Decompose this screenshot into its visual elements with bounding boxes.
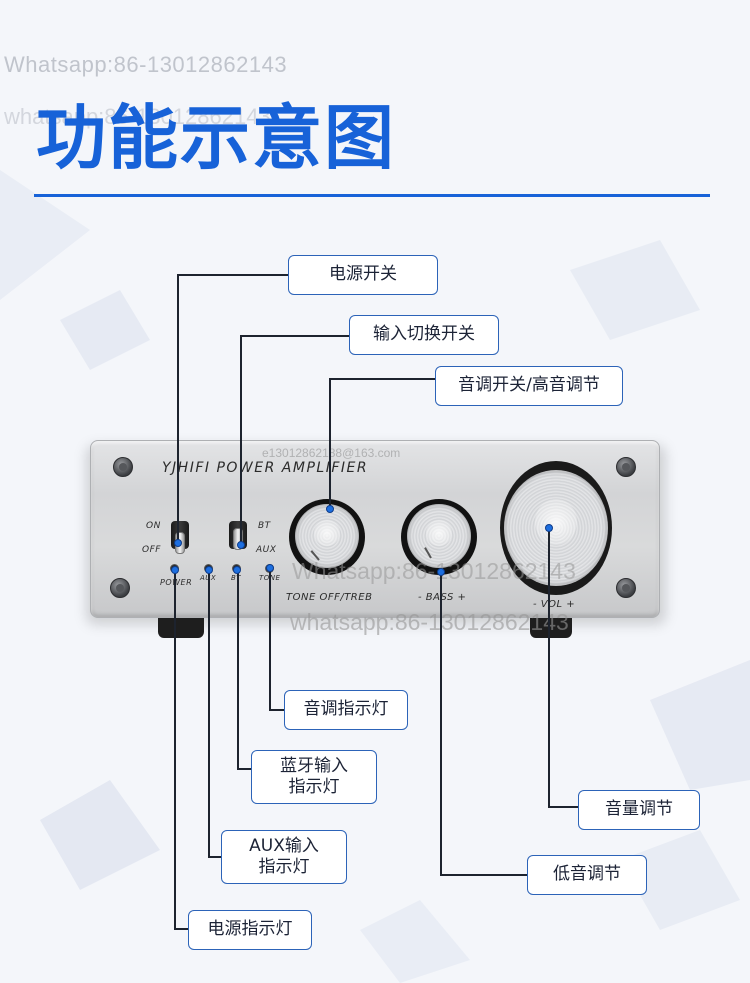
leader-tone-led-h — [269, 709, 285, 711]
watermark-top: Whatsapp:86-13012862143 — [4, 52, 287, 78]
leader-power-led-h — [174, 928, 189, 930]
leader-power-switch-h — [177, 274, 289, 276]
leader-power-led-v — [174, 568, 176, 930]
marker-power-switch — [174, 539, 182, 547]
callout-tone-led: 音调指示灯 — [284, 690, 408, 730]
marker-input-switch — [237, 541, 245, 549]
marker-aux-led — [205, 566, 213, 574]
marker-tone-switch — [326, 505, 334, 513]
leader-tone-led-v — [269, 568, 271, 711]
screw-icon — [616, 578, 636, 598]
callout-power-led: 电源指示灯 — [188, 910, 312, 950]
screw-icon — [110, 578, 130, 598]
watermark-panel: e13012862188@163.com — [262, 446, 400, 460]
callout-tone-switch: 音调开关/高音调节 — [435, 366, 623, 406]
leader-bt-led-h — [237, 768, 252, 770]
power-off-label: OFF — [142, 545, 161, 555]
led-label-power: POWER — [160, 578, 192, 587]
marker-bass — [437, 568, 445, 576]
leader-bass-h — [440, 874, 528, 876]
title-divider — [34, 194, 710, 197]
leader-volume-h — [548, 806, 579, 808]
callout-aux-led: AUX输入 指示灯 — [221, 830, 347, 884]
page-title: 功能示意图 — [36, 82, 396, 183]
marker-tone-led — [266, 564, 274, 572]
leader-power-switch-v — [177, 274, 179, 544]
screw-icon — [113, 457, 133, 477]
leader-bass-v — [440, 572, 442, 876]
callout-volume: 音量调节 — [578, 790, 700, 830]
input-aux-label: AUX — [256, 545, 276, 555]
watermark-middle: Whatsapp:86-13012862143 — [292, 558, 576, 585]
leader-bt-led-v — [237, 568, 239, 770]
marker-power-led — [171, 566, 179, 574]
input-bt-label: BT — [258, 521, 271, 531]
brand-label: YJHIFI POWER AMPLIFIER — [162, 460, 368, 476]
callout-input-switch: 输入切换开关 — [349, 315, 499, 355]
leader-input-switch-v — [240, 335, 242, 545]
callout-power-switch: 电源开关 — [288, 255, 438, 295]
callout-bt-led: 蓝牙输入 指示灯 — [251, 750, 377, 804]
leader-tone-switch-v — [329, 378, 331, 508]
amplifier-foot-left — [158, 618, 204, 638]
marker-volume — [545, 524, 553, 532]
screw-icon — [616, 457, 636, 477]
leader-volume-v — [548, 528, 550, 808]
leader-tone-switch-h — [329, 378, 436, 380]
watermark-middle-lower: whatsapp:86-13012862143 — [290, 609, 569, 636]
power-on-label: ON — [146, 521, 161, 531]
marker-bt-led — [233, 566, 241, 574]
knob-label-bass: - BASS + — [418, 592, 466, 603]
callout-bass: 低音调节 — [527, 855, 647, 895]
leader-aux-led-v — [208, 568, 210, 858]
leader-input-switch-h — [240, 335, 350, 337]
leader-aux-led-h — [208, 856, 222, 858]
knob-label-tone: TONE OFF/TREB — [286, 592, 372, 603]
